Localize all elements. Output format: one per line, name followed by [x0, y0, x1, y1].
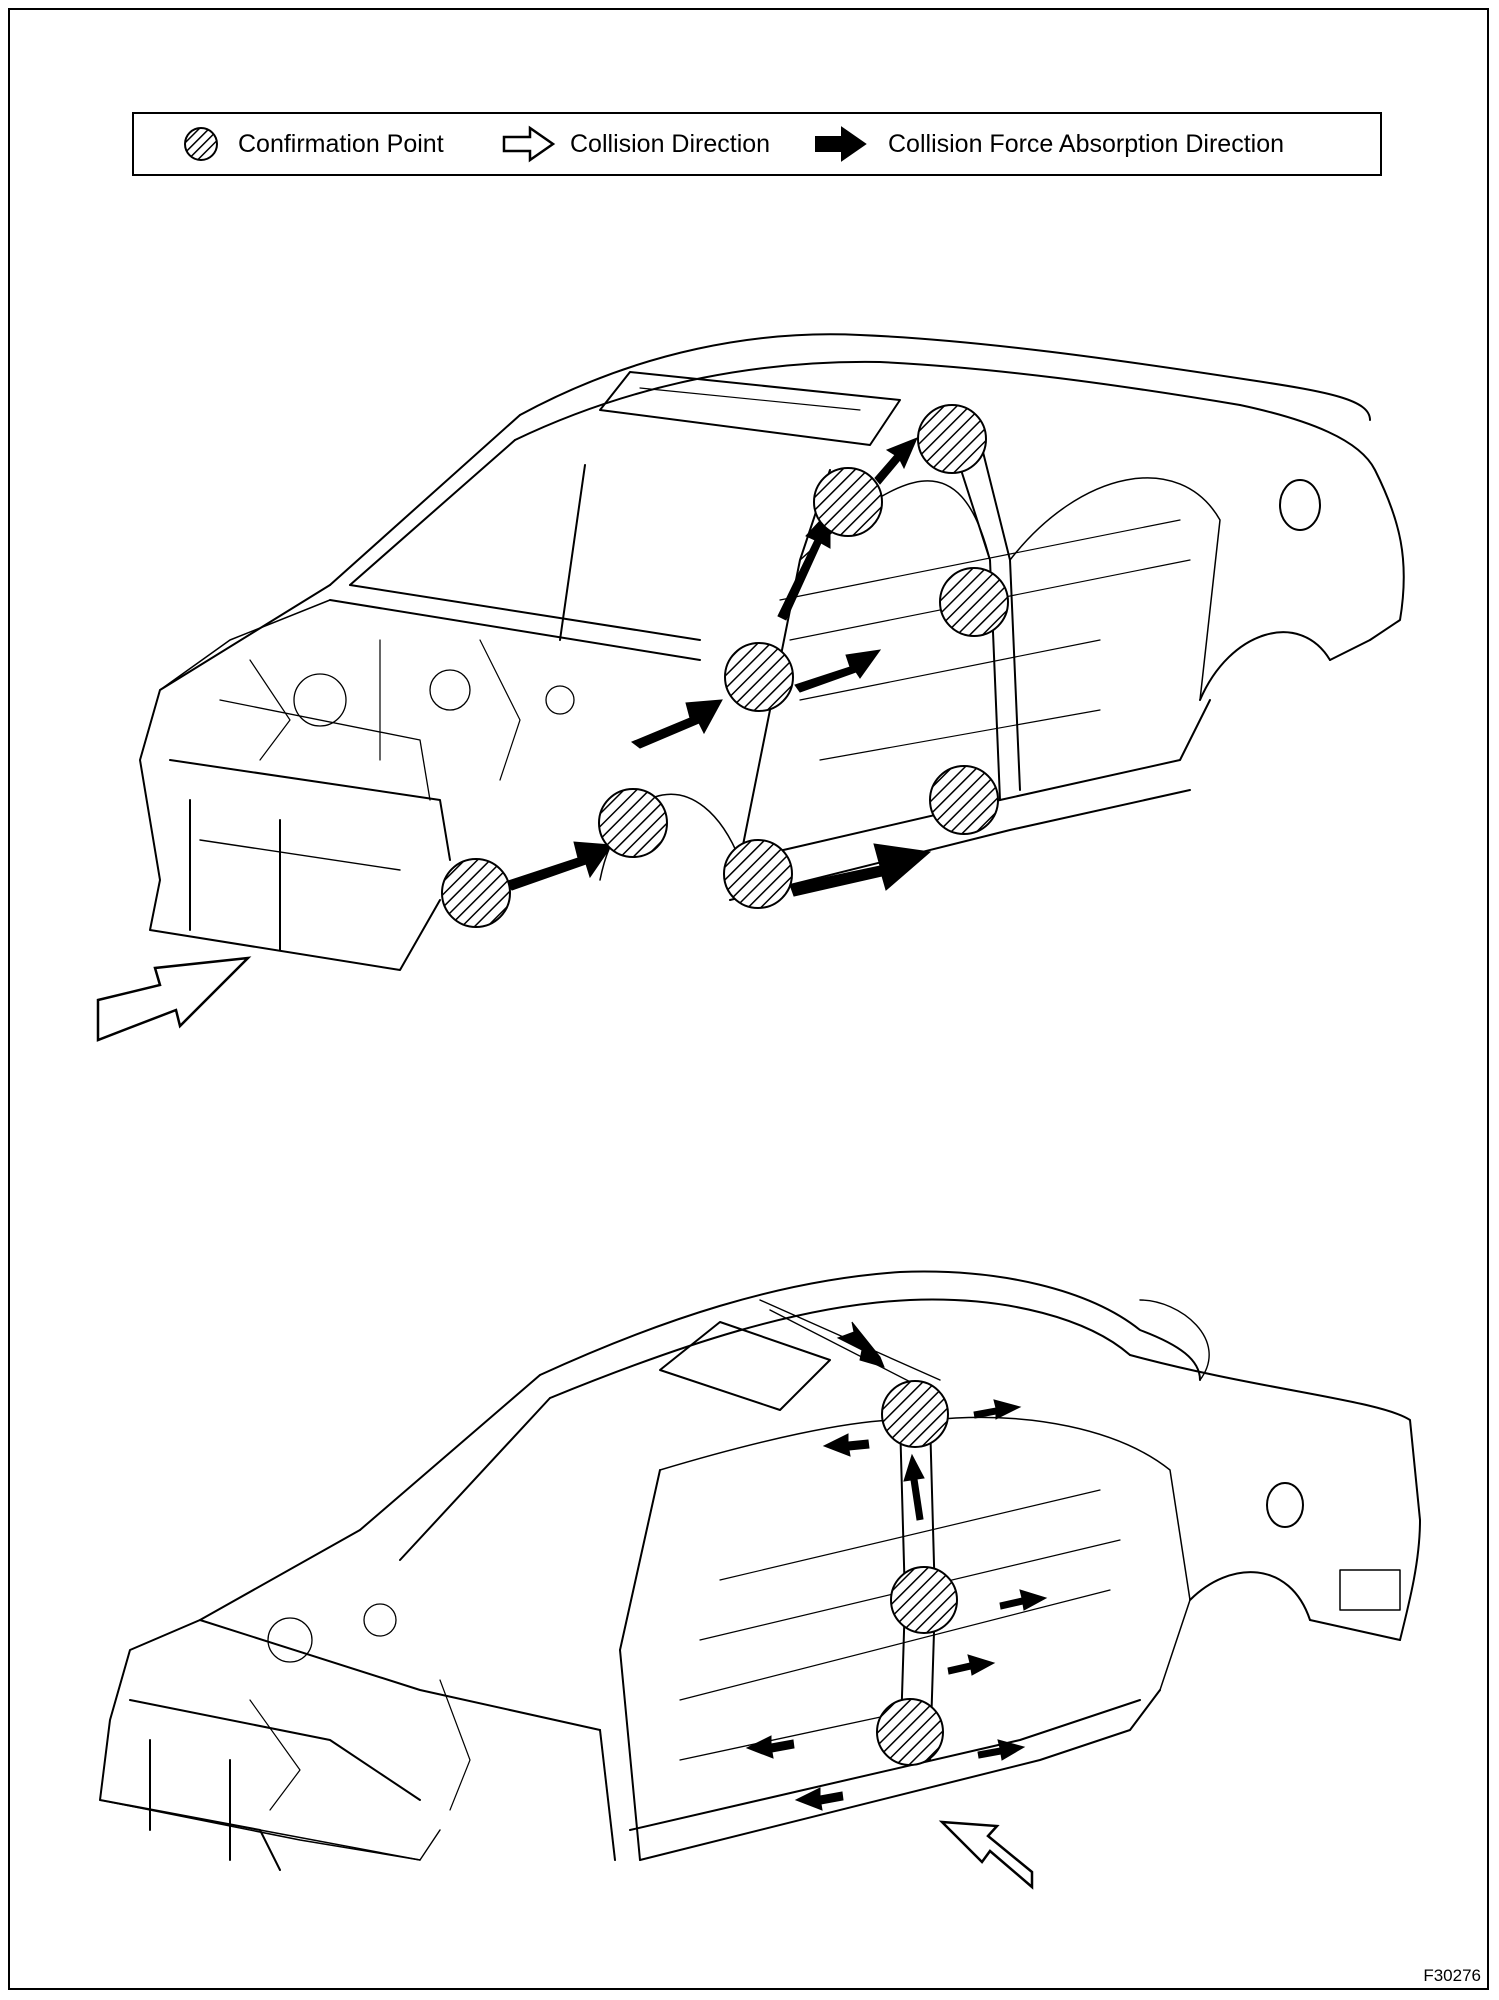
solid-arrow-icon — [973, 1399, 1022, 1420]
hatched-circle-icon — [876, 1698, 944, 1766]
figure-id-label: F30276 — [1423, 1966, 1481, 1985]
hatched-circle-icon — [723, 839, 793, 909]
legend-label-collision-direction: Collision Direction — [570, 129, 771, 158]
diagram-frame — [8, 8, 1489, 1990]
force-arrows-side — [745, 1321, 1048, 1811]
solid-arrow-icon — [815, 126, 867, 162]
confirmation-points-front — [441, 404, 1009, 928]
solid-arrow-icon — [777, 508, 831, 621]
hatched-circle-icon — [917, 404, 987, 474]
hatched-circle-icon — [598, 788, 668, 858]
legend-label-force-absorption-direction: Collision Force Absorption Direction — [888, 129, 1285, 158]
hatched-circle-icon — [890, 1566, 958, 1634]
confirmation-points-side — [876, 1380, 958, 1766]
solid-arrow-icon — [874, 437, 918, 485]
hatched-circle-icon — [813, 467, 883, 537]
solid-arrow-icon — [794, 1787, 844, 1811]
legend-item-force-absorption-direction: Collision Force Absorption Direction — [814, 114, 1284, 174]
solid-arrow-icon — [504, 841, 613, 891]
vehicle-body-side-view — [99, 1270, 1421, 1871]
hatched-circle-icon — [881, 1380, 949, 1448]
legend-item-confirmation-point: Confirmation Point — [182, 114, 444, 174]
hatched-circle-icon — [441, 858, 511, 928]
hollow-arrow-icon — [502, 125, 556, 163]
hatched-circle-icon — [929, 765, 999, 835]
solid-arrow-icon — [822, 1433, 870, 1457]
solid-arrow-icon — [630, 699, 723, 749]
solid-arrow-icon — [903, 1453, 925, 1521]
solid-arrow-icon — [977, 1739, 1026, 1761]
hatched-circle-icon — [939, 567, 1009, 637]
legend-item-collision-direction: Collision Direction — [502, 114, 770, 174]
solid-arrow-icon — [947, 1654, 996, 1676]
force-arrows-front — [504, 437, 932, 897]
hatched-circle-icon — [184, 127, 218, 161]
solid-arrow-icon — [745, 1735, 795, 1759]
hatched-circle-icon — [724, 642, 794, 712]
legend-box: Confirmation Point Collision Direction C… — [132, 112, 1382, 176]
legend-label-confirmation-point: Confirmation Point — [238, 129, 444, 158]
solid-arrow-icon — [836, 1321, 885, 1368]
collision-direction-arrow-side — [938, 1820, 1034, 1890]
solid-arrow-icon — [999, 1589, 1048, 1611]
solid-arrow-icon — [789, 843, 932, 897]
solid-arrow-icon — [794, 649, 882, 693]
collision-direction-arrow-front — [96, 956, 252, 1042]
